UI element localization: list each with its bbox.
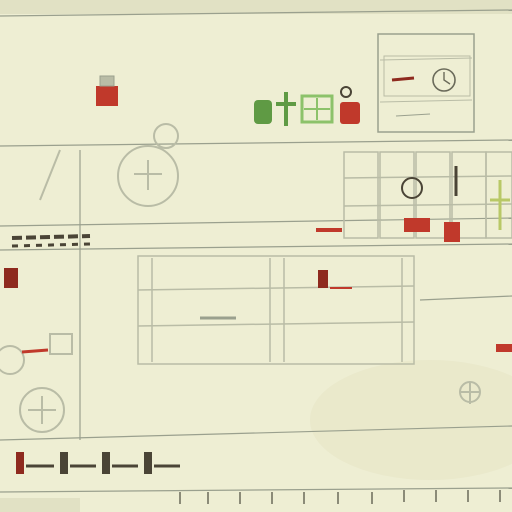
cross-circle-icon [300,94,334,124]
green-tree-icon [276,92,296,126]
red-tower-icon [444,222,460,242]
bench-row [16,452,180,474]
bench-icon [102,452,138,474]
green-tree-icon [254,100,272,124]
clock-icon [401,177,423,199]
paper-stain [310,360,512,480]
red-figure-icon [318,270,328,288]
red-tower-icon [96,75,118,106]
red-tower-icon [340,102,360,124]
bottom-left-sketches [0,333,73,433]
pencil-lines [0,9,512,493]
stick-figure-icon [39,123,179,207]
clock-icon [432,68,456,92]
red-block [404,218,430,232]
top-right-frame [377,33,475,133]
bottom-ticks [179,490,501,504]
central-grid [137,255,415,365]
right-box-cluster [343,151,512,239]
bench-icon [60,452,96,474]
red-dash [21,348,49,354]
flower-icon [459,381,481,404]
paper-top-edge [0,0,512,14]
dark-dashes [4,234,91,288]
paper-bottom-edge [0,498,80,512]
bench-icon [16,452,54,474]
bench-icon [144,452,180,474]
red-block [496,344,512,352]
green-tree-row [254,86,360,126]
